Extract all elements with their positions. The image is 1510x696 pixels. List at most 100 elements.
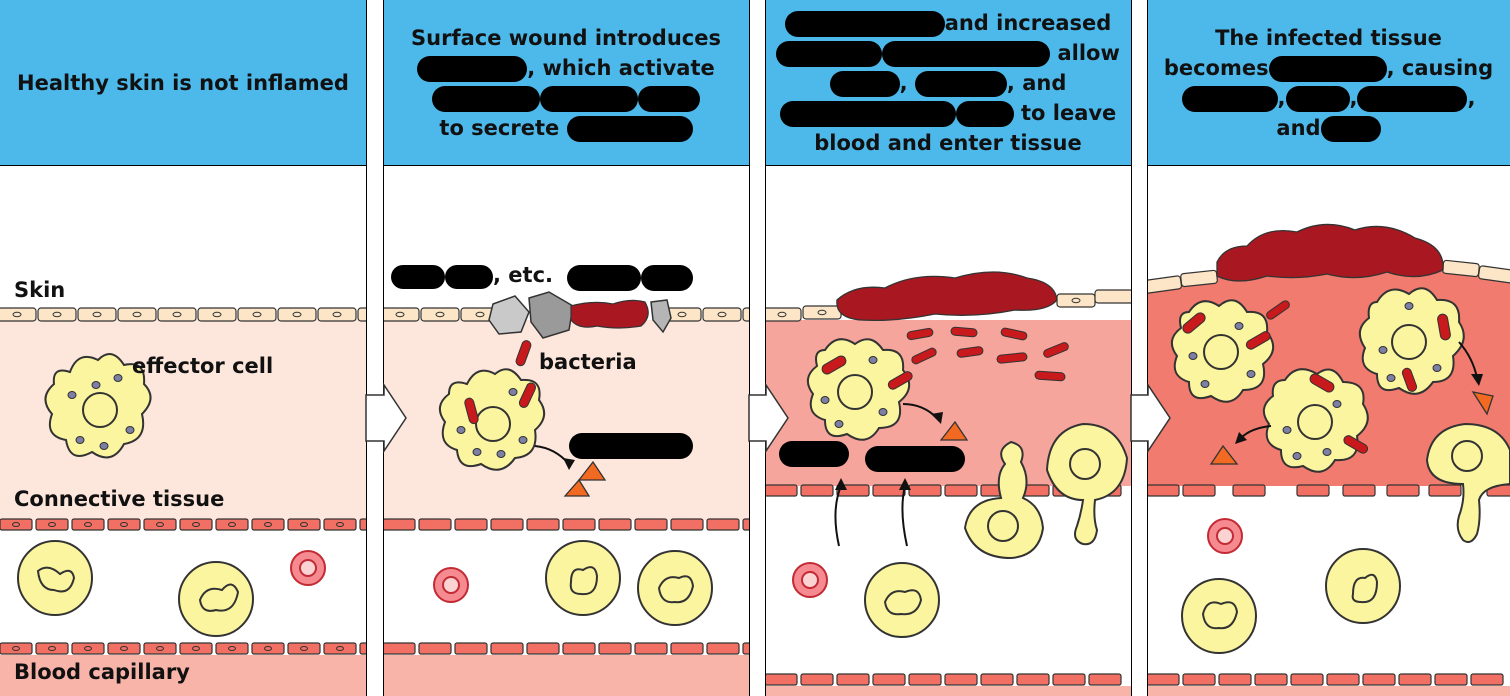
capillary-wall-tissue bbox=[383, 655, 749, 696]
bacteria-label: bacteria bbox=[539, 350, 637, 374]
emigrating-white-blood-cell-icon bbox=[963, 440, 1045, 560]
arrow-icon bbox=[901, 485, 908, 547]
capillary-wall-tissue bbox=[765, 686, 1131, 696]
white-blood-cell-icon bbox=[1325, 548, 1401, 624]
title-text: The infected tissue bbox=[1215, 25, 1442, 50]
connective-tissue-label: Connective tissue bbox=[14, 487, 225, 511]
title-text: to leave bbox=[1020, 100, 1117, 125]
blood-clot-icon bbox=[1216, 223, 1444, 282]
cytokine-triangle-icon bbox=[939, 420, 969, 441]
skin-cell-row bbox=[1147, 259, 1510, 294]
skin-cell-row bbox=[383, 307, 749, 322]
redaction-bar bbox=[784, 10, 945, 37]
capillary-wall-top bbox=[383, 518, 749, 531]
emigrating-white-blood-cell-icon bbox=[1425, 422, 1510, 543]
title-text: allow bbox=[1057, 40, 1120, 65]
arrowhead bbox=[899, 478, 911, 490]
redaction-bar bbox=[1285, 85, 1350, 112]
capillary-wall-top bbox=[1147, 484, 1510, 497]
redaction-bar bbox=[638, 85, 700, 112]
effector-cell-icon bbox=[1262, 368, 1369, 473]
panel-divider bbox=[765, 0, 766, 696]
debris-icon bbox=[488, 291, 672, 339]
arrowhead bbox=[835, 478, 847, 490]
panel-wound: Surface wound introduces , which activat… bbox=[383, 0, 749, 696]
panel-title: The infected tissue becomes, causing ,,,… bbox=[1163, 25, 1494, 142]
bacterium-icon bbox=[1266, 300, 1290, 320]
red-blood-cell-icon bbox=[792, 562, 828, 598]
bacterium-icon bbox=[515, 340, 532, 367]
redaction-bar bbox=[432, 85, 540, 112]
title-text: to secrete bbox=[439, 115, 560, 140]
redaction-bar bbox=[1268, 55, 1387, 82]
capillary-wall-tissue bbox=[1147, 686, 1510, 696]
red-blood-cell-icon bbox=[433, 567, 469, 603]
effector-cell-icon bbox=[44, 353, 152, 459]
redaction-bar bbox=[829, 70, 900, 97]
panel-divider bbox=[1147, 0, 1148, 696]
capillary-wall-bottom bbox=[0, 642, 366, 655]
panel-infected: The infected tissue becomes, causing ,,,… bbox=[1147, 0, 1510, 696]
redaction-bar bbox=[779, 441, 849, 467]
blood-clot-icon bbox=[836, 271, 1058, 322]
redaction-bar bbox=[566, 115, 693, 142]
arrowhead bbox=[1471, 374, 1483, 386]
panel-healthy: Healthy skin is not inflamed bbox=[0, 0, 366, 696]
redaction-bar bbox=[641, 265, 693, 291]
redaction-bar bbox=[540, 85, 638, 112]
white-blood-cell-icon bbox=[178, 561, 254, 637]
capillary-wall-top bbox=[0, 518, 366, 531]
effector-cell-icon bbox=[438, 368, 546, 471]
title-text: Surface wound introduces bbox=[411, 25, 721, 50]
effector-cell-icon bbox=[1170, 299, 1274, 403]
panel-title: Surface wound introduces , which activat… bbox=[403, 23, 729, 143]
etc-label: , etc. bbox=[493, 263, 553, 287]
panel-2-illustration bbox=[383, 265, 749, 696]
redaction-bar bbox=[776, 40, 883, 67]
panel-divider bbox=[749, 0, 750, 696]
redaction-bar bbox=[779, 100, 956, 127]
panel-title: and increased allow , , and to leave blo… bbox=[768, 8, 1128, 158]
cytokine-triangle-icon bbox=[563, 478, 591, 497]
panel-3-illustration bbox=[765, 271, 1131, 696]
panel-vasodilation: and increased allow , , and to leave blo… bbox=[765, 0, 1131, 696]
skin-label: Skin bbox=[14, 278, 66, 302]
redaction-bar bbox=[1357, 85, 1468, 112]
skin-cell-row bbox=[0, 307, 366, 322]
panel-header: Surface wound introduces , which activat… bbox=[383, 0, 749, 166]
arrow-icon bbox=[834, 485, 842, 547]
redaction-bar bbox=[955, 100, 1014, 127]
title-text: blood and enter tissue bbox=[814, 130, 1082, 155]
panel-header: and increased allow , , and to leave blo… bbox=[765, 0, 1131, 166]
white-blood-cell-icon bbox=[17, 540, 93, 616]
redaction-bar bbox=[569, 433, 693, 459]
redaction-bar bbox=[567, 265, 641, 291]
red-blood-cell-icon bbox=[290, 550, 326, 586]
effector-cell-label: effector cell bbox=[132, 354, 274, 378]
panel-header: The infected tissue becomes, causing ,,,… bbox=[1147, 0, 1510, 166]
effector-cell-icon bbox=[1358, 287, 1465, 395]
effector-cell-icon bbox=[806, 338, 913, 441]
emigrating-white-blood-cell-icon bbox=[1045, 422, 1129, 546]
redaction-bar bbox=[1320, 115, 1381, 142]
title-text: , causing bbox=[1386, 55, 1494, 80]
cytokine-triangle-icon bbox=[577, 460, 607, 481]
panel-divider bbox=[383, 0, 384, 696]
blood-clot-icon bbox=[570, 299, 649, 329]
capillary-wall-bottom bbox=[765, 673, 1122, 686]
panel-divider bbox=[1131, 0, 1132, 696]
panel-title: Healthy skin is not inflamed bbox=[17, 70, 349, 95]
capillary-wall-tissue bbox=[0, 655, 366, 696]
title-text: and increased bbox=[944, 10, 1112, 35]
title-text: and bbox=[1276, 115, 1321, 140]
panel-1-illustration bbox=[0, 307, 366, 696]
redaction-bar bbox=[882, 40, 1051, 67]
arrowhead bbox=[1235, 432, 1247, 444]
arrowhead bbox=[931, 412, 943, 424]
arrowhead bbox=[563, 458, 575, 470]
redaction-bar bbox=[1181, 85, 1278, 112]
redaction-bar bbox=[445, 265, 493, 289]
cytokine-triangle-icon bbox=[1209, 444, 1239, 465]
panel-divider bbox=[366, 0, 367, 696]
redaction-bar bbox=[865, 446, 965, 472]
